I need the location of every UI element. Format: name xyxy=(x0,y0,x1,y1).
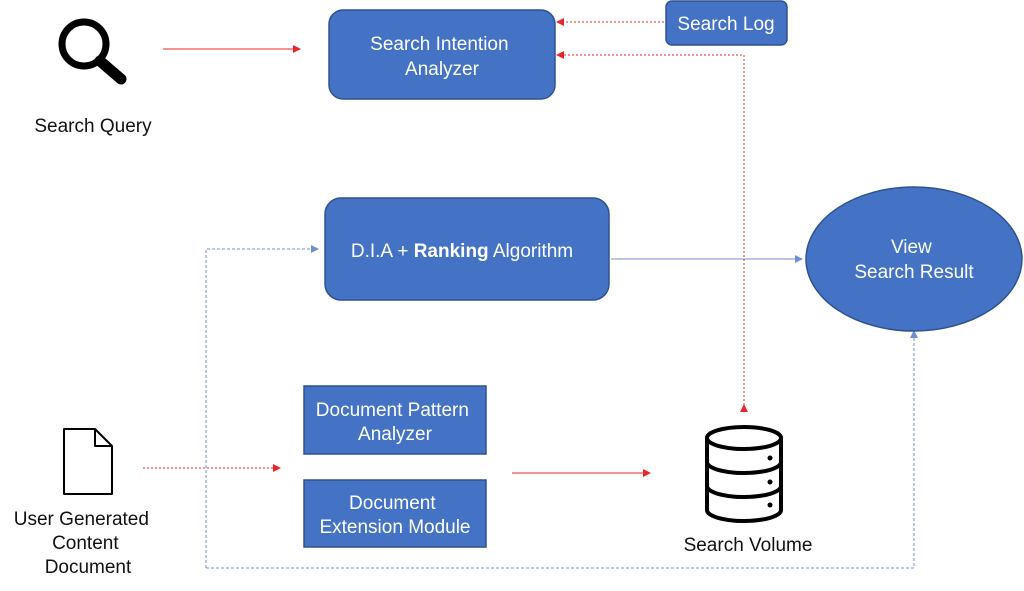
document-icon xyxy=(63,428,113,495)
svg-text:User Generated Content: User Generated Content Document xyxy=(14,509,154,578)
arrow-loop-to-result xyxy=(206,330,918,569)
search-volume-node: Search Volume xyxy=(684,425,813,556)
database-icon xyxy=(705,425,783,523)
search-query-input: Search Query xyxy=(34,18,152,137)
dia-ranking-node: D.I.A + Ranking Algorithm xyxy=(324,197,610,301)
document-extension-module-node: Document Extension Module xyxy=(303,479,487,548)
document-pattern-analyzer-node: Document Pattern Analyzer xyxy=(303,385,487,455)
svg-text:Search Intention Analyze: Search Intention Analyzer xyxy=(370,34,514,80)
dia-ranking-label-bold: Ranking xyxy=(414,241,489,262)
view-search-result-label-2: Search Result xyxy=(854,262,974,283)
view-search-result-node: View Search Result xyxy=(805,186,1023,332)
ugc-document-input: User Generated Content Document xyxy=(14,428,154,578)
document-pattern-analyzer-label-1: Document Pattern xyxy=(316,400,469,421)
arrow-loop-to-ranking xyxy=(205,245,319,568)
search-query-label: Search Query xyxy=(34,116,152,137)
arrow-volume-intention-link xyxy=(556,51,748,412)
svg-text:View Search Result: View Search Result xyxy=(854,237,974,283)
dia-ranking-label-suffix: Algorithm xyxy=(489,241,573,262)
search-intention-analyzer-label-1: Search Intention xyxy=(370,34,508,55)
svg-text:Document Pattern Analyze: Document Pattern Analyzer xyxy=(316,400,474,445)
view-search-result-label-1: View xyxy=(891,237,932,258)
ugc-document-label-1: User Generated xyxy=(14,509,149,530)
document-extension-module-label-2: Extension Module xyxy=(319,517,470,538)
ugc-document-label-2: Content xyxy=(52,533,119,554)
document-extension-module-label-1: Document xyxy=(349,493,436,514)
search-intention-analyzer-label-2: Analyzer xyxy=(405,59,480,80)
search-log-node: Search Log xyxy=(665,0,788,46)
search-volume-label: Search Volume xyxy=(684,535,813,556)
dia-ranking-label-prefix: D.I.A + xyxy=(351,241,414,262)
magnifier-icon xyxy=(58,18,127,85)
search-log-label: Search Log xyxy=(677,14,774,35)
svg-text:D.I.A + Ranking Algorithm: D.I.A + Ranking Algorithm xyxy=(351,241,573,262)
document-pattern-analyzer-label-2: Analyzer xyxy=(358,424,433,445)
svg-text:Document Extension Modul: Document Extension Module xyxy=(319,493,470,538)
ugc-document-label-3: Document xyxy=(45,557,132,578)
search-intention-analyzer-node: Search Intention Analyzer xyxy=(328,9,556,100)
